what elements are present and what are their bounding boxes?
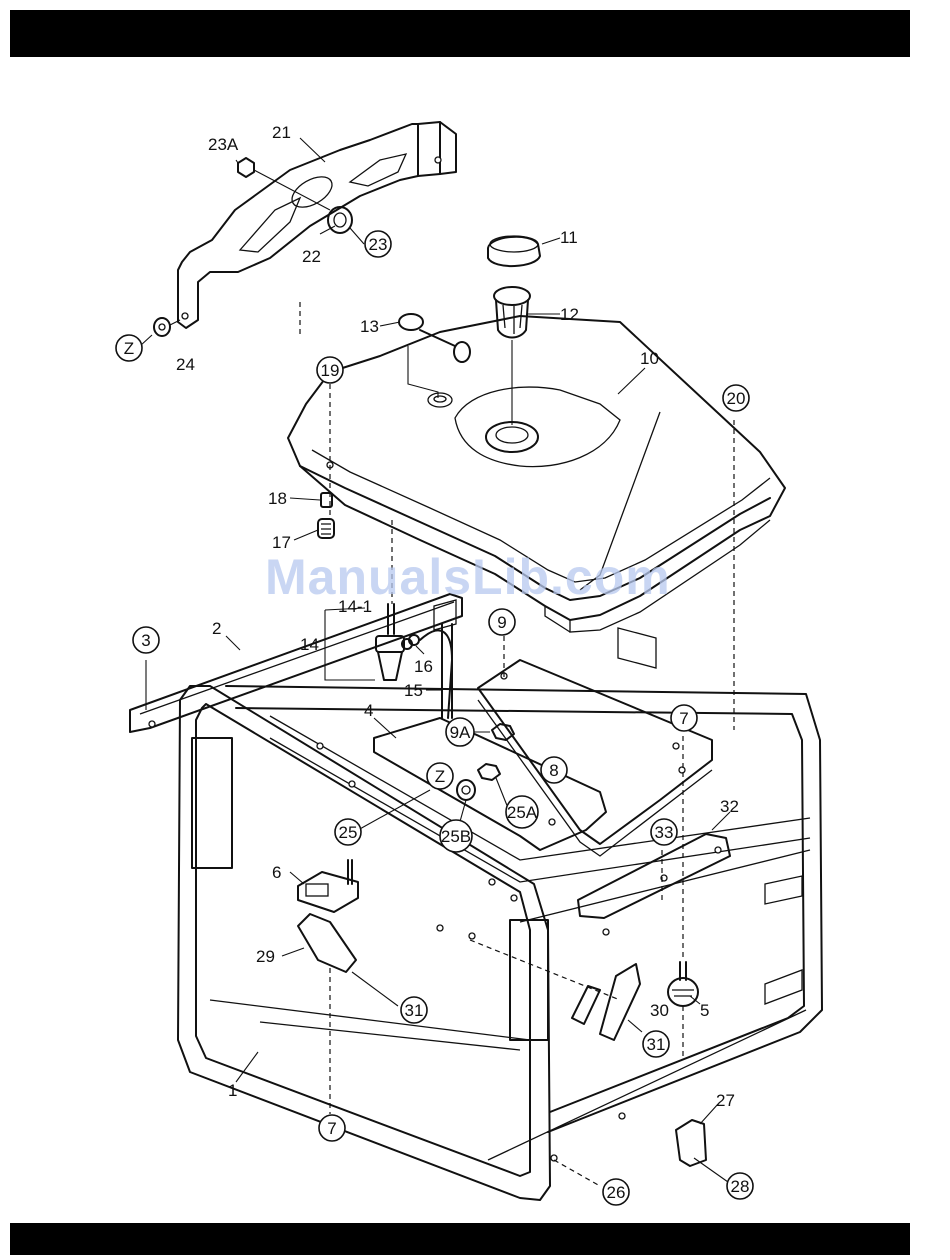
grommet-17-icon [318,519,334,538]
label-15: 15 [404,681,423,700]
fuel-cock-icon [376,604,419,680]
label-28: 28 [731,1177,750,1196]
label-23a: 23A [208,135,239,154]
washer-25b-icon [457,780,475,800]
label-20: 20 [727,389,746,408]
label-23: 23 [369,235,388,254]
label-19: 19 [321,361,340,380]
label-z-lower: Z [435,767,445,786]
label-24: 24 [176,355,195,374]
fuel-cap-icon [488,236,540,266]
label-18: 18 [268,489,287,508]
label-26: 26 [607,1183,626,1202]
label-10: 10 [640,349,659,368]
bracket-27 [676,1120,706,1166]
watermark-text: ManualsLib.com [265,548,671,606]
bottom-footer-bar [10,1223,910,1255]
label-2: 2 [212,619,221,638]
label-29: 29 [256,947,275,966]
label-13: 13 [360,317,379,336]
label-3: 3 [141,631,150,650]
label-7-upper: 7 [679,709,688,728]
bracket-30 [600,964,640,1040]
nut-25a-icon [478,764,500,780]
label-21: 21 [272,123,291,142]
fuel-strainer-icon [494,287,530,338]
label-9a: 9A [450,723,471,742]
label-31-right: 31 [647,1035,666,1054]
label-4: 4 [364,701,373,720]
rubber-mount-6-icon [298,860,358,912]
label-30: 30 [650,1001,669,1020]
label-25: 25 [339,823,358,842]
label-7-lower: 7 [327,1119,336,1138]
rubber-grommet-icon [328,207,352,233]
label-27: 27 [716,1091,735,1110]
label-5: 5 [700,1001,709,1020]
label-25a: 25A [507,803,538,822]
label-9: 9 [497,613,506,632]
label-31-left: 31 [405,1001,424,1020]
washer-icon [154,318,170,336]
bracket-29 [298,914,356,972]
label-14: 14 [300,635,319,654]
label-32: 32 [720,797,739,816]
label-33: 33 [655,823,674,842]
nut-icon [238,158,254,177]
label-12: 12 [560,305,579,324]
main-frame [178,600,822,1200]
label-z-upper: Z [124,339,134,358]
label-1: 1 [228,1081,237,1100]
fuel-gauge-icon [399,314,470,362]
label-6: 6 [272,863,281,882]
label-22: 22 [302,247,321,266]
label-8: 8 [549,761,558,780]
label-25b: 25B [441,827,471,846]
label-11: 11 [560,228,578,247]
label-16: 16 [414,657,433,676]
